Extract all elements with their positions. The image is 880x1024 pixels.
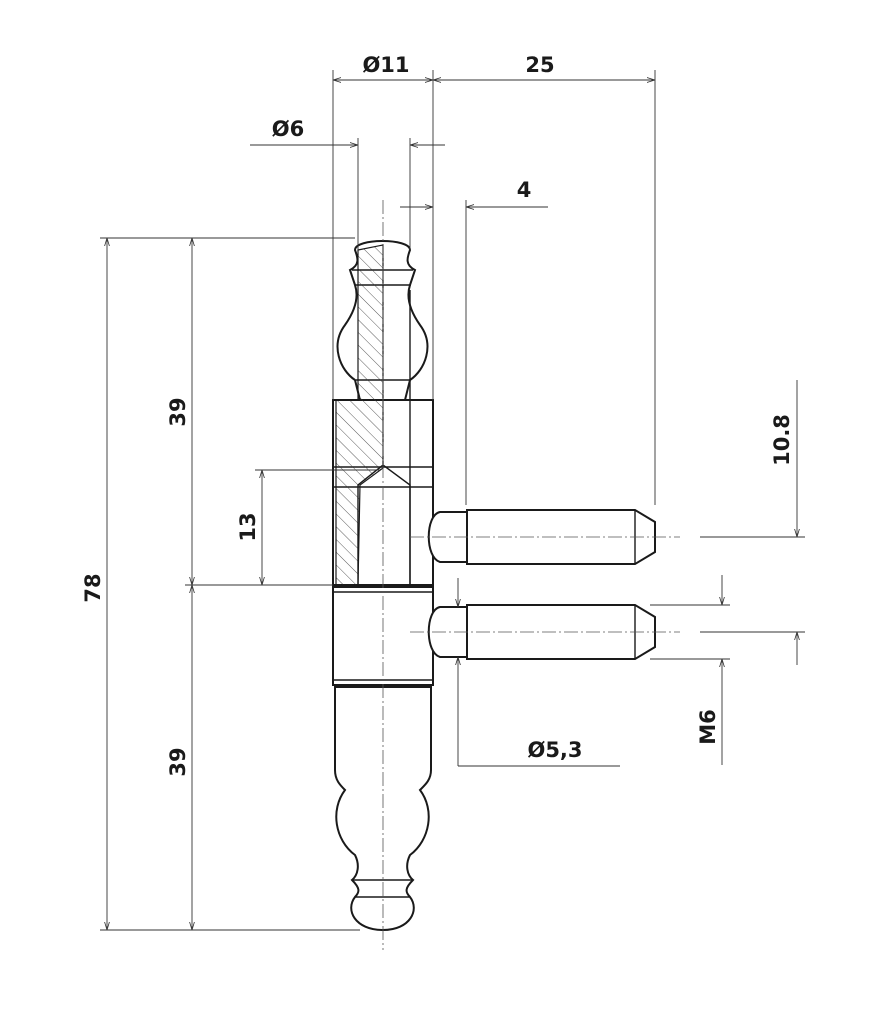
label-pin-spacing: 10.8: [770, 414, 794, 466]
label-upper-39: 39: [166, 397, 190, 426]
dimension-lines: [100, 70, 805, 931]
label-dia-pin: Ø5,3: [527, 738, 582, 762]
label-height-13: 13: [236, 512, 260, 541]
label-gap-4: 4: [517, 178, 532, 202]
label-offset-25: 25: [525, 53, 554, 77]
label-lower-39: 39: [166, 747, 190, 776]
label-dia-inner: Ø6: [272, 117, 304, 141]
label-dia-outer: Ø11: [362, 53, 409, 77]
label-total-78: 78: [81, 573, 105, 602]
label-thread: M6: [696, 709, 720, 745]
